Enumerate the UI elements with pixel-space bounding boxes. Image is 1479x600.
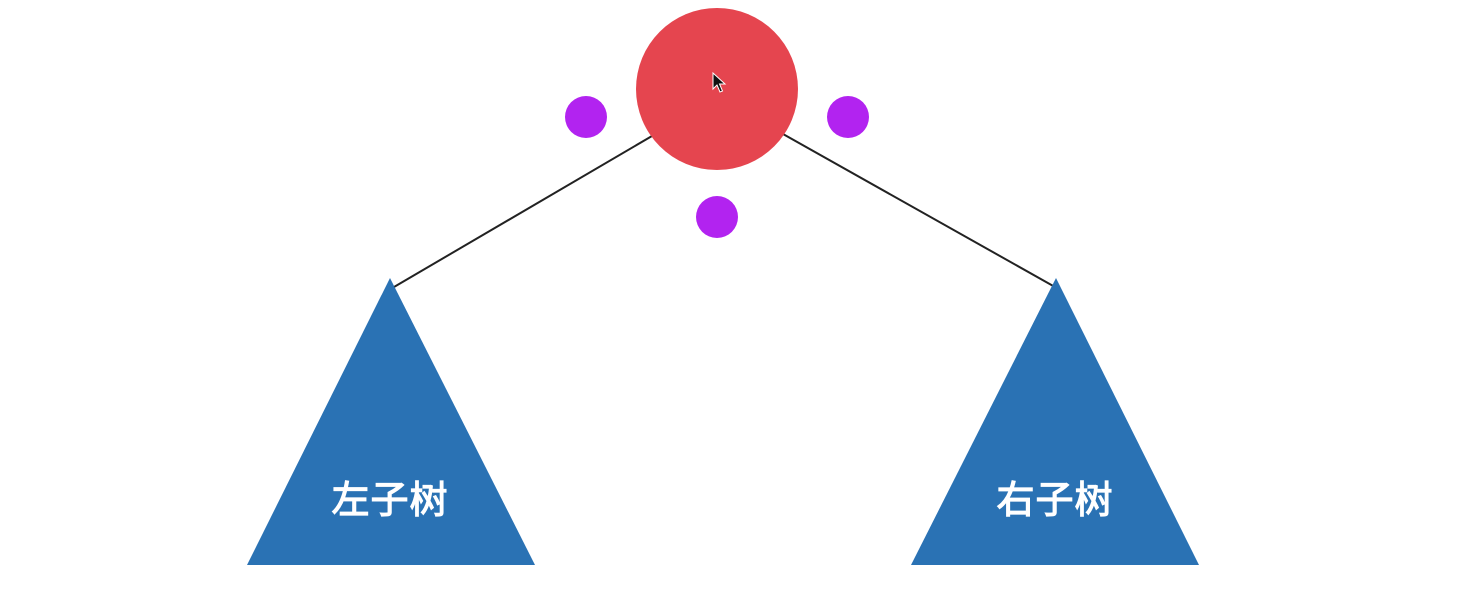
right-subtree-label: 右子树 xyxy=(996,478,1114,522)
root-node xyxy=(636,8,798,170)
mouse-pointer-icon xyxy=(712,71,727,93)
edge-root-to-left xyxy=(393,135,653,288)
edge-root-to-right xyxy=(782,133,1056,288)
left-subtree-label: 左子树 xyxy=(331,478,449,522)
right-subtree-triangle xyxy=(911,278,1199,565)
left-subtree-triangle xyxy=(247,278,535,565)
marker-dot-left xyxy=(565,96,607,138)
marker-dot-right xyxy=(827,96,869,138)
marker-dot-bottom xyxy=(696,196,738,238)
